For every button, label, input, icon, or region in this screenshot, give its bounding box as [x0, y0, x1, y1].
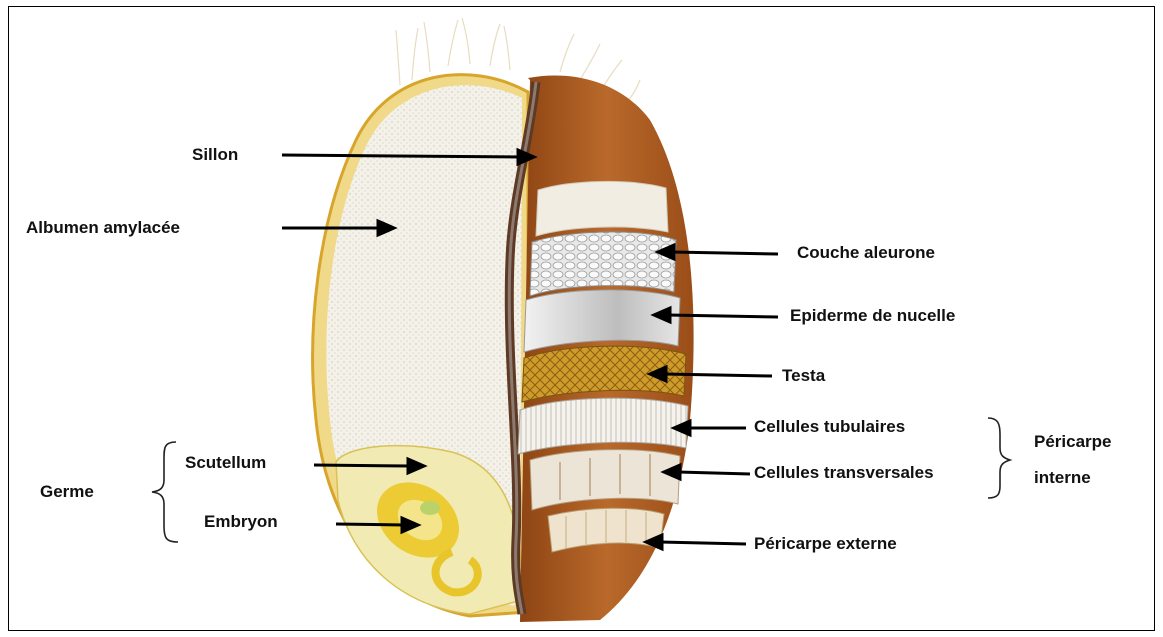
label-pericarpe-externe: Péricarpe externe	[754, 534, 897, 554]
label-epiderme-nucelle: Epiderme de nucelle	[790, 306, 955, 326]
label-sillon: Sillon	[192, 145, 238, 165]
label-albumen: Albumen amylacée	[26, 218, 180, 238]
pericarpe-interne-brace	[988, 418, 1010, 498]
arrow-tubulaires	[674, 421, 746, 435]
label-pericarpe-interne-2: interne	[1034, 468, 1091, 488]
label-couche-aleurone: Couche aleurone	[797, 243, 935, 263]
arrow-pericarpe-externe	[646, 535, 746, 549]
germe-brace	[152, 442, 178, 542]
label-testa: Testa	[782, 366, 825, 386]
label-cellules-tubulaires: Cellules tubulaires	[754, 417, 905, 437]
label-germe: Germe	[40, 482, 94, 502]
label-scutellum: Scutellum	[185, 453, 266, 473]
label-cellules-transversales: Cellules transversales	[754, 463, 934, 483]
label-embryon: Embryon	[204, 512, 278, 532]
label-pericarpe-interne-1: Péricarpe	[1034, 432, 1112, 452]
arrow-transversales	[664, 465, 750, 479]
